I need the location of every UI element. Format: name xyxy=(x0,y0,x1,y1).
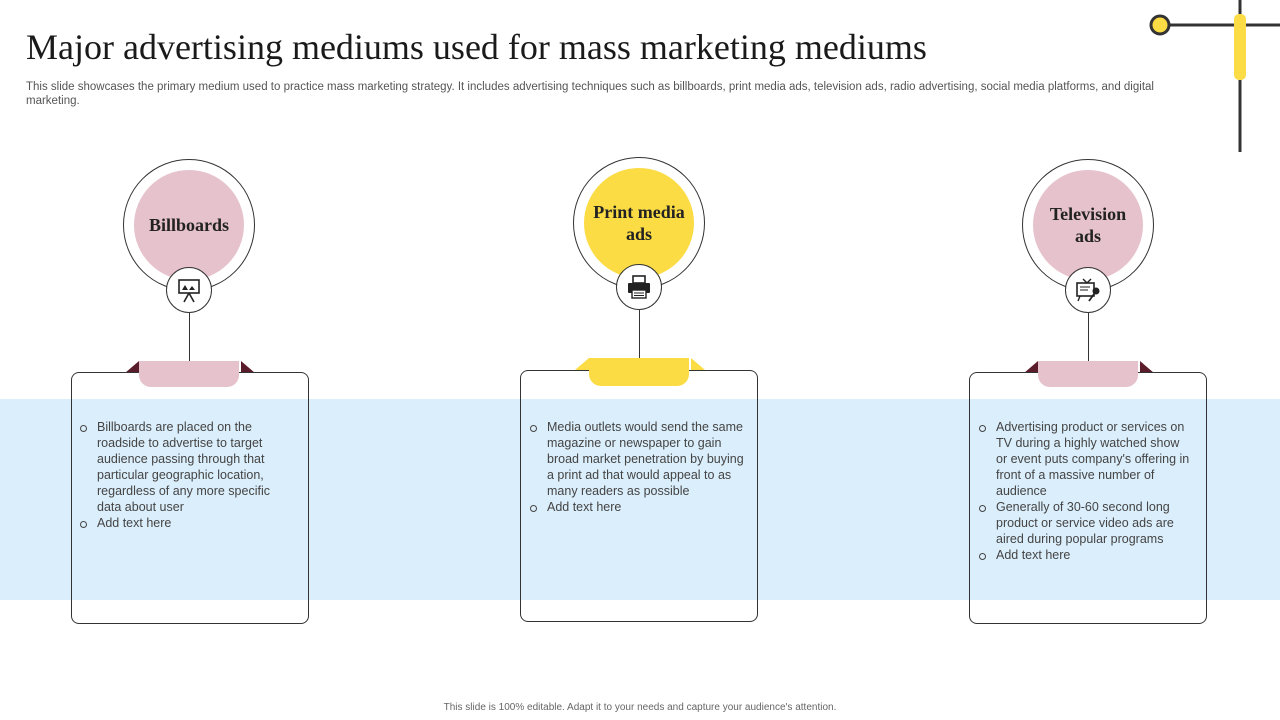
list-item: Media outlets would send the same magazi… xyxy=(528,419,746,499)
tab-corner xyxy=(1140,361,1154,373)
slide-subtitle: This slide showcases the primary medium … xyxy=(26,81,1154,107)
heading-disc-billboards: Billboards xyxy=(134,170,244,280)
heading-circle-billboards: Billboards xyxy=(123,159,255,291)
slide-footer: This slide is 100% editable. Adapt it to… xyxy=(443,702,837,713)
heading-label-print-media: Print media ads xyxy=(593,202,685,244)
list-item: Add text here xyxy=(78,515,290,531)
heading-label-billboards: Billboards xyxy=(148,215,230,235)
tab-corner xyxy=(575,358,589,370)
heading-circle-television: Television ads xyxy=(1022,159,1154,291)
list-item: Add text here xyxy=(528,499,746,515)
connector-line xyxy=(1088,313,1089,363)
tab-corner xyxy=(1024,361,1038,373)
tv-microphone-icon xyxy=(1065,267,1111,313)
card-tab xyxy=(139,361,239,387)
printer-icon xyxy=(616,264,662,310)
card-tab xyxy=(1038,361,1138,387)
tab-corner xyxy=(125,361,139,373)
slide-title: Major advertising mediums used for mass … xyxy=(26,27,927,67)
list-item: Advertising product or services on TV du… xyxy=(977,419,1192,499)
card-tab xyxy=(589,358,689,386)
heading-disc-print-media: Print media ads xyxy=(584,168,694,278)
connector-line xyxy=(189,313,190,363)
highlight-band xyxy=(0,399,1280,600)
list-item: Add text here xyxy=(977,547,1192,563)
bullet-list-billboards: Billboards are placed on the roadside to… xyxy=(78,419,290,531)
bullet-list-television: Advertising product or services on TV du… xyxy=(977,419,1192,563)
corner-decoration xyxy=(1149,0,1280,152)
bullet-list-print-media: Media outlets would send the same magazi… xyxy=(528,419,746,515)
list-item: Generally of 30-60 second long product o… xyxy=(977,499,1192,547)
tab-corner xyxy=(241,361,255,373)
heading-disc-television: Television ads xyxy=(1033,170,1143,280)
list-item: Billboards are placed on the roadside to… xyxy=(78,419,290,515)
connector-line xyxy=(639,310,640,360)
billboard-icon xyxy=(166,267,212,313)
heading-label-television: Television ads xyxy=(1049,204,1127,246)
tab-corner xyxy=(691,358,705,370)
